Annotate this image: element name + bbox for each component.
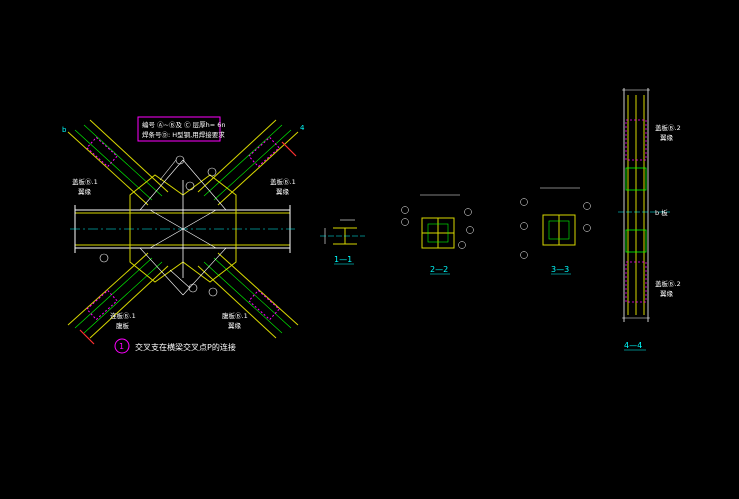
brace-label-ur-sub: 翼缘 [276, 187, 290, 196]
section-4-bottom-sub: 翼缘 [660, 289, 674, 298]
brace-label-ll-sub: 腹板 [116, 321, 130, 330]
section-2-label: 2—2 [430, 265, 448, 274]
note-line-1: 编号 Ⓐ~Ⓑ及 Ⓒ 层厚h= 6n [142, 120, 226, 129]
brace-label-lr: 腹板Ⓑ.1 [222, 311, 248, 320]
gusset-internal-lines [139, 159, 227, 296]
brace-label-ll: 连板Ⓑ.1 [110, 311, 136, 320]
caption-text: 交叉支在横梁交叉点P的连接 [135, 342, 236, 352]
gusset-plate [129, 174, 237, 283]
note-box [137, 116, 221, 142]
section-3-view: 3—3 [520, 187, 591, 275]
brace-label-ur: 盖板Ⓑ.1 [270, 177, 296, 186]
horizontal-beam [70, 205, 295, 253]
section-3-label: 3—3 [551, 265, 569, 274]
section-4-top-sub: 翼缘 [660, 133, 674, 142]
caption-number-circle [114, 338, 130, 354]
caption-number: 1 [119, 342, 124, 351]
section-4-label: 4—4 [624, 341, 642, 350]
section-4-view: 盖板Ⓑ.2 翼缘 盖板Ⓑ.2 翼缘 b 板 4—4 [618, 88, 681, 351]
section-2-view: 2—2 [401, 194, 474, 275]
note-line-2: 焊条号Ⓓ: H型钢,用焊接要求 [142, 130, 225, 139]
brace-label-lr-sub: 翼缘 [228, 321, 242, 330]
callouts [99, 155, 218, 297]
section-cut-marks [79, 141, 297, 345]
section-4-top-label: 盖板Ⓑ.2 [655, 123, 681, 132]
section-4-bottom-label: 盖板Ⓑ.2 [655, 279, 681, 288]
brace-upper-left [67, 119, 169, 206]
brace-label-ul: 盖板Ⓑ.1 [72, 177, 98, 186]
section-1-label: 1—1 [334, 255, 352, 264]
brace-lower-right [197, 252, 299, 339]
main-connection-view: 编号 Ⓐ~Ⓑ及 Ⓒ 层厚h= 6n 焊条号Ⓓ: H型钢,用焊接要求 盖板Ⓑ.1 … [62, 116, 305, 354]
dim-b: 4 [300, 124, 305, 132]
brace-label-ul-sub: 翼缘 [78, 187, 92, 196]
section-4-side-label: b 板 [655, 208, 668, 217]
dim-a: b [62, 126, 67, 134]
section-1-view: 1—1 [320, 219, 365, 265]
